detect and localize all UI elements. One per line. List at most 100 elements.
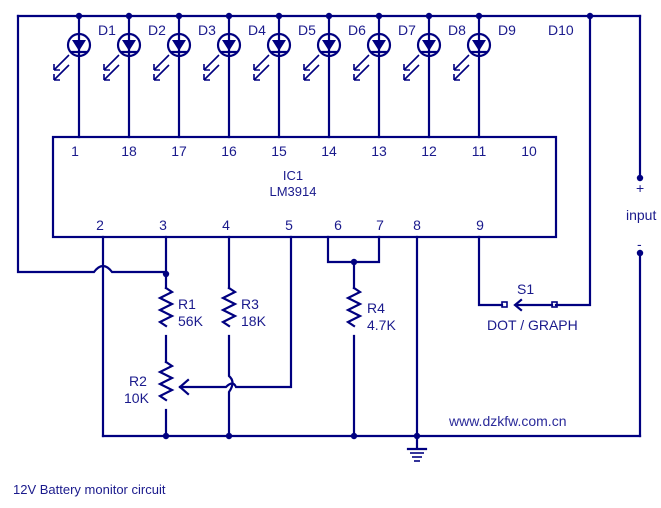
led-2 [103, 12, 142, 139]
led-triangle-icon [172, 40, 186, 51]
led-label: D7 [398, 22, 416, 38]
led-light-arrow-icon [53, 64, 70, 81]
led-light-arrow-icon [203, 54, 220, 71]
led-label: D4 [248, 22, 266, 38]
led-triangle-icon [272, 40, 286, 51]
led-label: D6 [348, 22, 366, 38]
ic-pin-label-top: 11 [472, 143, 487, 159]
r3-value: 18K [241, 313, 267, 329]
switch-label: DOT / GRAPH [487, 317, 578, 333]
led-label: D5 [298, 22, 316, 38]
ic-pin-label-bottom: 2 [96, 217, 104, 233]
led-body-icon [216, 32, 242, 58]
led-triangle-icon [322, 40, 336, 51]
r2-wiper-arrow-icon [178, 378, 190, 396]
switch-arrow-icon [513, 298, 523, 312]
ic-body [51, 135, 558, 239]
r2-potentiometer [157, 360, 175, 402]
r2-value: 10K [124, 390, 150, 406]
switch-contact-dot [501, 301, 508, 308]
led-9 [453, 12, 492, 139]
ic-pin-label-bottom: 9 [476, 217, 484, 233]
led-1 [53, 12, 92, 139]
led-array: D1 D2 D3 D4 D5 D6 D7 D8 D9 D10 [53, 12, 574, 139]
junction-r2-ground [162, 432, 170, 440]
led-light-arrow-icon [203, 64, 220, 81]
circuit-title: 12V Battery monitor circuit [13, 482, 166, 497]
led-triangle-icon [122, 40, 136, 51]
d10-switch-wire [554, 14, 592, 307]
input-label: input [626, 207, 656, 223]
led-body-icon [416, 32, 442, 58]
r3-lower-wire [227, 334, 234, 438]
ic-pin-label-top: 15 [271, 143, 287, 159]
pin9-wire [477, 235, 504, 307]
led-light-arrow-icon [453, 64, 470, 81]
junction-r3-ground [225, 432, 233, 440]
led-light-arrow-icon [253, 54, 270, 71]
r2-wiper [178, 235, 293, 389]
led-light-arrow-icon [153, 54, 170, 71]
led-light-arrow-icon [453, 54, 470, 71]
led-light-arrow-icon [403, 64, 420, 81]
r3-resistor [220, 286, 238, 328]
led-8 [403, 12, 442, 139]
ic-pin-label-bottom: 4 [222, 217, 230, 233]
r4-value: 4.7K [367, 317, 396, 333]
led-light-arrow-icon [53, 54, 70, 71]
led-label: D8 [448, 22, 466, 38]
ic-pin-label-bottom: 7 [376, 217, 384, 233]
led-body-icon [116, 32, 142, 58]
led-body-icon [316, 32, 342, 58]
watermark-url: www.dzkfw.com.cn [448, 413, 566, 429]
r1-value: 56K [178, 313, 204, 329]
led-label: D10 [548, 22, 574, 38]
led-triangle-icon [222, 40, 236, 51]
ic-pin-label-top: 13 [371, 143, 387, 159]
junction-pin3 [162, 270, 170, 278]
led-light-arrow-icon [103, 64, 120, 81]
led-body-icon [66, 32, 92, 58]
led-body-icon [366, 32, 392, 58]
input-minus-label: - [637, 236, 642, 252]
led-3 [153, 12, 192, 139]
led-body-icon [166, 32, 192, 58]
input-plus-label: + [636, 180, 644, 196]
led-label: D1 [98, 22, 116, 38]
led-4 [203, 12, 242, 139]
led-6 [303, 12, 342, 139]
led-label: D9 [498, 22, 516, 38]
r2-ref: R2 [129, 373, 147, 389]
ic-pin-label-top: 12 [421, 143, 437, 159]
junction-r4-ground [350, 432, 358, 440]
led-light-arrow-icon [303, 54, 320, 71]
r1-ref: R1 [178, 296, 196, 312]
ic-pin-label-bottom: 5 [285, 217, 293, 233]
r1-resistor [157, 286, 175, 328]
led-7 [353, 12, 392, 139]
led-triangle-icon [422, 40, 436, 51]
led-light-arrow-icon [103, 54, 120, 71]
junction-pin8-ground [413, 432, 421, 440]
left-feedback-wire [16, 14, 168, 274]
ic-pin-label-bottom: 8 [413, 217, 421, 233]
led-label: D3 [198, 22, 216, 38]
ic-pin-label-bottom: 3 [159, 217, 167, 233]
led-label: D2 [148, 22, 166, 38]
led-light-arrow-icon [153, 64, 170, 81]
led-body-icon [266, 32, 292, 58]
led-body-icon [466, 32, 492, 58]
ic-pin-label-top: 17 [171, 143, 187, 159]
switch-ref: S1 [517, 281, 534, 297]
ic-pin-label-top: 18 [121, 143, 137, 159]
led-triangle-icon [372, 40, 386, 51]
r4-resistor [345, 286, 363, 328]
led-light-arrow-icon [353, 64, 370, 81]
ic-part: LM3914 [270, 184, 317, 199]
ground-icon [406, 447, 428, 462]
led-light-arrow-icon [303, 64, 320, 81]
pin6-7-wire [326, 235, 381, 264]
